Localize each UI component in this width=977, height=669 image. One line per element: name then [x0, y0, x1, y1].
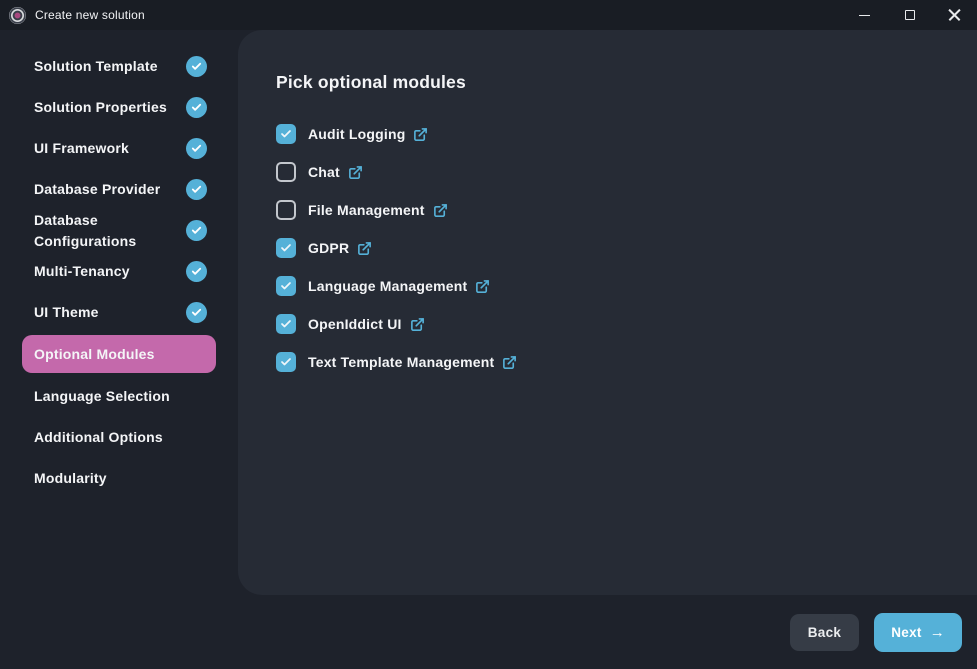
- optional-modules-panel: Pick optional modules Audit Logging Chat…: [238, 30, 977, 595]
- step-done-check-icon: [186, 261, 207, 282]
- wizard-steps-sidebar: Solution Template Solution Properties UI…: [0, 30, 238, 669]
- next-button-label: Next: [891, 624, 922, 640]
- next-button[interactable]: Next →: [874, 612, 962, 652]
- module-label: Language Management: [308, 278, 468, 294]
- sidebar-item-ui-theme[interactable]: UI Theme: [0, 292, 238, 333]
- step-done-check-icon: [186, 138, 207, 159]
- step-done-check-icon: [186, 220, 207, 241]
- minimize-button[interactable]: [842, 0, 887, 30]
- sidebar-item-label: Language Selection: [34, 387, 170, 404]
- sidebar-item-additional-options[interactable]: Additional Options: [0, 416, 238, 457]
- step-done-check-icon: [186, 97, 207, 118]
- module-row-openiddict-ui: OpenIddict UI: [276, 305, 947, 343]
- sidebar-item-label: Modularity: [34, 469, 107, 486]
- external-link-icon[interactable]: [413, 127, 428, 142]
- sidebar-item-label: Solution Properties: [34, 99, 167, 116]
- sidebar-item-label: UI Framework: [34, 140, 129, 157]
- gdpr-checkbox[interactable]: [276, 238, 296, 258]
- module-label: Chat: [308, 164, 340, 180]
- sidebar-item-database-provider[interactable]: Database Provider: [0, 169, 238, 210]
- sidebar-item-database-configurations[interactable]: Database Configurations: [0, 210, 238, 251]
- sidebar-item-label: Additional Options: [34, 428, 163, 445]
- external-link-icon[interactable]: [433, 203, 448, 218]
- external-link-icon[interactable]: [357, 241, 372, 256]
- module-label: Text Template Management: [308, 354, 495, 370]
- module-label: Audit Logging: [308, 126, 406, 142]
- module-row-chat: Chat: [276, 153, 947, 191]
- back-button[interactable]: Back: [789, 613, 860, 651]
- text-template-management-checkbox[interactable]: [276, 352, 296, 372]
- title-bar: Create new solution: [0, 0, 977, 30]
- step-done-check-icon: [186, 179, 207, 200]
- external-link-icon[interactable]: [502, 355, 517, 370]
- sidebar-item-modularity[interactable]: Modularity: [0, 457, 238, 498]
- maximize-icon: [904, 10, 915, 20]
- module-row-file-management: File Management: [276, 191, 947, 229]
- module-row-text-template-management: Text Template Management: [276, 343, 947, 381]
- external-link-icon[interactable]: [410, 317, 425, 332]
- step-done-check-icon: [186, 56, 207, 77]
- app-logo-icon: [9, 6, 26, 24]
- file-management-checkbox[interactable]: [276, 200, 296, 220]
- module-row-language-management: Language Management: [276, 267, 947, 305]
- close-icon: [948, 9, 961, 22]
- external-link-icon[interactable]: [475, 279, 490, 294]
- maximize-button[interactable]: [887, 0, 932, 30]
- sidebar-item-label: Database Provider: [34, 181, 161, 198]
- sidebar-item-solution-template[interactable]: Solution Template: [0, 46, 238, 87]
- sidebar-item-solution-properties[interactable]: Solution Properties: [0, 87, 238, 128]
- sidebar-item-label: Optional Modules: [34, 346, 155, 362]
- chat-checkbox[interactable]: [276, 162, 296, 182]
- module-label: OpenIddict UI: [308, 316, 402, 332]
- sidebar-item-label: UI Theme: [34, 304, 99, 321]
- close-button[interactable]: [932, 0, 977, 30]
- minimize-icon: [859, 14, 870, 16]
- sidebar-item-language-selection[interactable]: Language Selection: [0, 375, 238, 416]
- external-link-icon[interactable]: [348, 165, 363, 180]
- openiddict-ui-checkbox[interactable]: [276, 314, 296, 334]
- sidebar-item-ui-framework[interactable]: UI Framework: [0, 128, 238, 169]
- sidebar-item-optional-modules[interactable]: Optional Modules: [22, 335, 216, 374]
- module-label: File Management: [308, 202, 425, 218]
- sidebar-item-multi-tenancy[interactable]: Multi-Tenancy: [0, 251, 238, 292]
- module-row-audit-logging: Audit Logging: [276, 115, 947, 153]
- arrow-right-icon: →: [929, 623, 945, 641]
- window-title: Create new solution: [35, 8, 145, 22]
- sidebar-item-label: Solution Template: [34, 58, 158, 75]
- audit-logging-checkbox[interactable]: [276, 124, 296, 144]
- language-management-checkbox[interactable]: [276, 276, 296, 296]
- page-title: Pick optional modules: [276, 72, 466, 92]
- module-label: GDPR: [308, 240, 350, 256]
- sidebar-item-label: Multi-Tenancy: [34, 263, 130, 280]
- wizard-footer: Back Next →: [238, 595, 977, 669]
- module-row-gdpr: GDPR: [276, 229, 947, 267]
- sidebar-item-label: Database Configurations: [34, 212, 137, 249]
- step-done-check-icon: [186, 302, 207, 323]
